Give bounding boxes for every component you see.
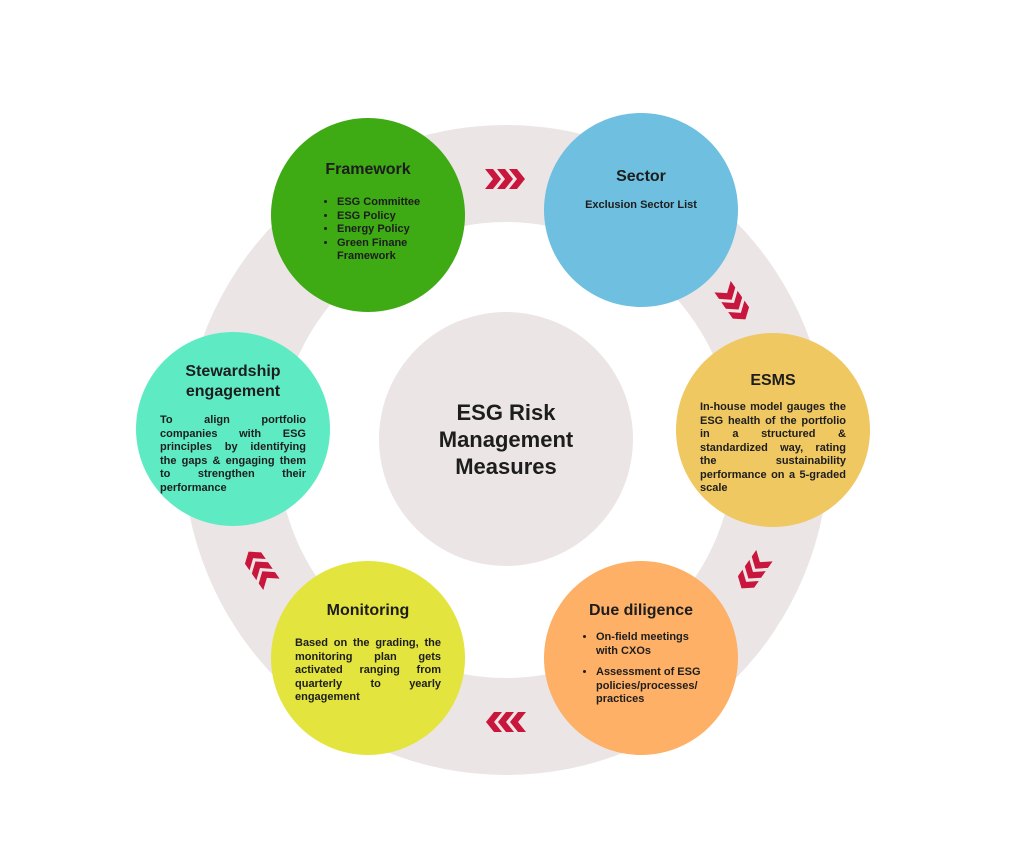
node-monitoring: Monitoring Based on the grading, the mon…	[271, 561, 465, 755]
node-title: Monitoring	[326, 602, 410, 619]
node-title: Framework	[325, 161, 411, 178]
chevron-arrow-icon	[714, 280, 750, 320]
due-diligence-list: On-field meetings with CXOs Assessment o…	[582, 631, 706, 707]
chevron-arrow-icon	[244, 551, 280, 591]
chevron-arrow-icon	[737, 549, 773, 589]
node-text: Exclusion Sector List	[585, 199, 697, 211]
list-item: Assessment of ESG policies/processes/ pr…	[596, 666, 706, 707]
center-title: ESG Risk Management Measures	[438, 399, 574, 479]
node-title: Stewardship engagement	[185, 363, 281, 400]
list-item: On-field meetings with CXOs	[596, 631, 706, 658]
list-item: ESG Policy	[337, 210, 441, 224]
node-title: Due diligence	[588, 602, 694, 619]
node-framework: Framework ESG Committee ESG Policy Energ…	[271, 118, 465, 312]
node-text: To align portfolio companies with ESG pr…	[160, 414, 306, 494]
node-title: ESMS	[750, 372, 796, 389]
node-text: Based on the grading, the monitoring pla…	[295, 637, 441, 703]
framework-list: ESG Committee ESG Policy Energy Policy G…	[323, 196, 441, 264]
node-stewardship: Stewardship engagement To align portfoli…	[136, 332, 330, 526]
list-item: Green Finane Framework	[337, 237, 441, 264]
node-due-diligence: Due diligence On-field meetings with CXO…	[544, 561, 738, 755]
chevron-arrow-icon	[486, 712, 526, 732]
chevron-arrow-icon	[485, 169, 525, 189]
node-title: Sector	[616, 168, 666, 185]
center-circle: ESG Risk Management Measures	[379, 312, 633, 566]
list-item: Energy Policy	[337, 223, 441, 237]
node-esms: ESMS In-house model gauges the ESG healt…	[676, 333, 870, 527]
node-text: In-house model gauges the ESG health of …	[700, 401, 846, 494]
node-sector: Sector Exclusion Sector List	[544, 113, 738, 307]
list-item: ESG Committee	[337, 196, 441, 210]
